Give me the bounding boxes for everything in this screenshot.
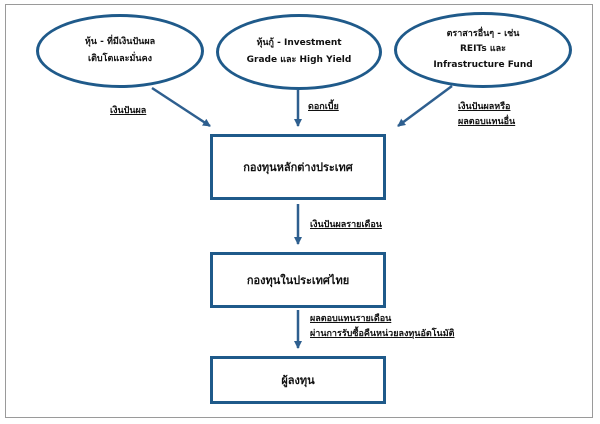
stocks-ellipse: หุ้น - ที่มีเงินปันผล เติบโตและมั่นคง [36,14,204,88]
flow-label-monthly-return: ผลตอบแทนรายเดือน ผ่านการรับซื้อคืนหน่วยล… [310,314,455,340]
investor-label: ผู้ลงทุน [281,374,315,387]
stocks-line2: เติบโตและมั่นคง [88,54,152,64]
flow-label-dividend: เงินปันผล [110,106,147,116]
others-line1: ตราสารอื่นๆ - เช่น [446,29,520,40]
bonds-line1: หุ้นกู้ - Investment [256,37,342,48]
others-line3: Infrastructure Fund [433,59,533,70]
flow-label-interest: ดอกเบี้ย [308,102,339,112]
thai-fund-label: กองทุนในประเทศไทย [246,274,350,287]
flow-label-monthly-dividend: เงินปันผลรายเดือน [310,220,382,230]
bonds-line2: Grade และ High Yield [246,55,352,65]
arrow-stocks-to-master [151,86,211,128]
investor-box: ผู้ลงทุน [210,356,386,404]
arrow-others-to-master [397,84,453,128]
stocks-line1: หุ้น - ที่มีเงินปันผล [84,36,156,47]
thai-fund-box: กองทุนในประเทศไทย [210,252,386,308]
master-fund-label: กองทุนหลักต่างประเทศ [243,161,353,174]
others-ellipse: ตราสารอื่นๆ - เช่น REITs และ Infrastruct… [394,12,572,88]
flow-label-other-returns: เงินปันผลหรือ ผลตอบแทนอื่น [458,102,516,128]
others-line2: REITs และ [459,44,506,55]
bonds-ellipse: หุ้นกู้ - Investment Grade และ High Yiel… [216,14,382,90]
master-fund-box: กองทุนหลักต่างประเทศ [210,134,386,200]
